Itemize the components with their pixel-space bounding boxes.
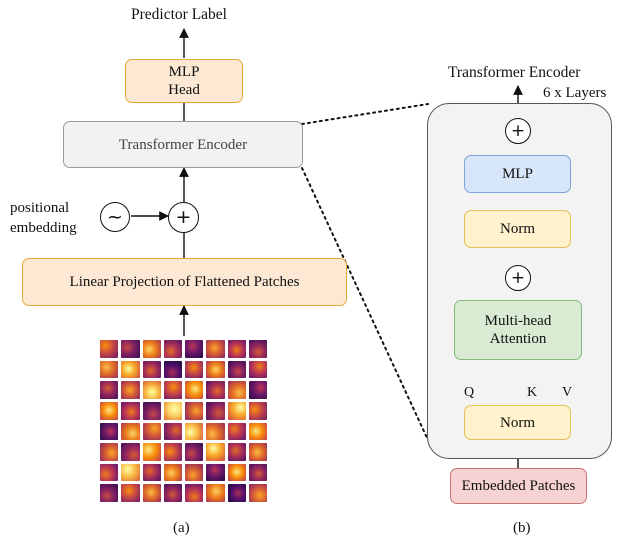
- image-patch: [185, 360, 204, 379]
- image-patch: [248, 381, 267, 399]
- embedded-patches-box: Embedded Patches: [450, 468, 587, 504]
- zoom-line-top: [301, 103, 429, 125]
- image-patch: [185, 463, 204, 482]
- k-label: K: [527, 385, 538, 400]
- image-patch: [142, 484, 161, 502]
- image-patch: [206, 484, 225, 502]
- image-patch: [248, 422, 267, 441]
- image-patch: [142, 443, 161, 461]
- image-patch: [185, 340, 204, 358]
- v-label: V: [562, 385, 573, 400]
- positional-label-line1: positional: [10, 200, 70, 216]
- image-patch: [100, 381, 119, 399]
- mlp-head-box: MLP Head: [125, 59, 243, 103]
- image-patch: [206, 401, 225, 420]
- image-patch: [248, 340, 267, 358]
- zoom-line-bottom: [301, 167, 429, 441]
- linear-projection-box: Linear Projection of Flattened Patches: [22, 258, 347, 306]
- image-patch: [248, 443, 267, 461]
- image-patch: [163, 463, 182, 482]
- image-patch: [227, 463, 246, 482]
- image-patch: [100, 463, 119, 482]
- image-patch: [185, 381, 204, 399]
- image-patch: [227, 443, 246, 461]
- image-patch: [142, 463, 161, 482]
- image-patch: [206, 340, 225, 358]
- image-patch: [163, 443, 182, 461]
- mlp-box: MLP: [464, 155, 571, 193]
- image-patch: [142, 381, 161, 399]
- image-patch: [227, 422, 246, 441]
- image-patch: [142, 401, 161, 420]
- image-patch: [163, 381, 182, 399]
- positional-label-line2: embedding: [10, 220, 77, 236]
- mlp-head-line2: Head: [168, 82, 200, 98]
- image-patch: [163, 360, 182, 379]
- image-patch: [142, 340, 161, 358]
- image-patch: [185, 422, 204, 441]
- image-patch-grid: [100, 340, 267, 502]
- image-patch: [227, 340, 246, 358]
- image-patch: [121, 443, 140, 461]
- norm-upper-box: Norm: [464, 210, 571, 248]
- image-patch: [142, 422, 161, 441]
- caption-a: (a): [173, 520, 190, 536]
- add-icon-lower: +: [505, 265, 531, 291]
- attention-line2: Attention: [489, 331, 547, 347]
- add-icon-upper: +: [505, 118, 531, 144]
- image-patch: [163, 401, 182, 420]
- caption-b: (b): [513, 520, 531, 536]
- image-patch: [100, 443, 119, 461]
- image-patch: [185, 443, 204, 461]
- image-patch: [121, 381, 140, 399]
- image-patch: [100, 360, 119, 379]
- image-patch: [100, 422, 119, 441]
- mlp-head-line1: MLP: [168, 64, 200, 80]
- image-patch: [227, 381, 246, 399]
- image-patch: [121, 360, 140, 379]
- positional-embedding-icon: ~: [100, 202, 130, 232]
- image-patch: [121, 401, 140, 420]
- image-patch: [206, 360, 225, 379]
- image-patch: [185, 401, 204, 420]
- image-patch: [121, 422, 140, 441]
- image-patch: [206, 381, 225, 399]
- add-icon-a: +: [168, 202, 199, 233]
- transformer-encoder-box: Transformer Encoder: [63, 121, 303, 168]
- image-patch: [121, 463, 140, 482]
- image-patch: [121, 340, 140, 358]
- image-patch: [248, 463, 267, 482]
- image-patch: [163, 484, 182, 502]
- image-patch: [100, 484, 119, 502]
- image-patch: [142, 360, 161, 379]
- layers-label: 6 x Layers: [543, 85, 607, 101]
- image-patch: [163, 422, 182, 441]
- image-patch: [206, 422, 225, 441]
- image-patch: [248, 360, 267, 379]
- image-patch: [248, 484, 267, 502]
- image-patch: [100, 340, 119, 358]
- image-patch: [227, 360, 246, 379]
- q-label: Q: [464, 385, 475, 400]
- attention-box: Multi-head Attention: [454, 300, 582, 360]
- image-patch: [206, 443, 225, 461]
- image-patch: [121, 484, 140, 502]
- image-patch: [163, 340, 182, 358]
- image-patch: [185, 484, 204, 502]
- encoder-title: Transformer Encoder: [448, 64, 581, 81]
- image-patch: [206, 463, 225, 482]
- output-label: Predictor Label: [131, 6, 227, 23]
- image-patch: [227, 401, 246, 420]
- norm-lower-box: Norm: [464, 405, 571, 440]
- image-patch: [100, 401, 119, 420]
- attention-line1: Multi-head: [484, 313, 552, 329]
- image-patch: [248, 401, 267, 420]
- image-patch: [227, 484, 246, 502]
